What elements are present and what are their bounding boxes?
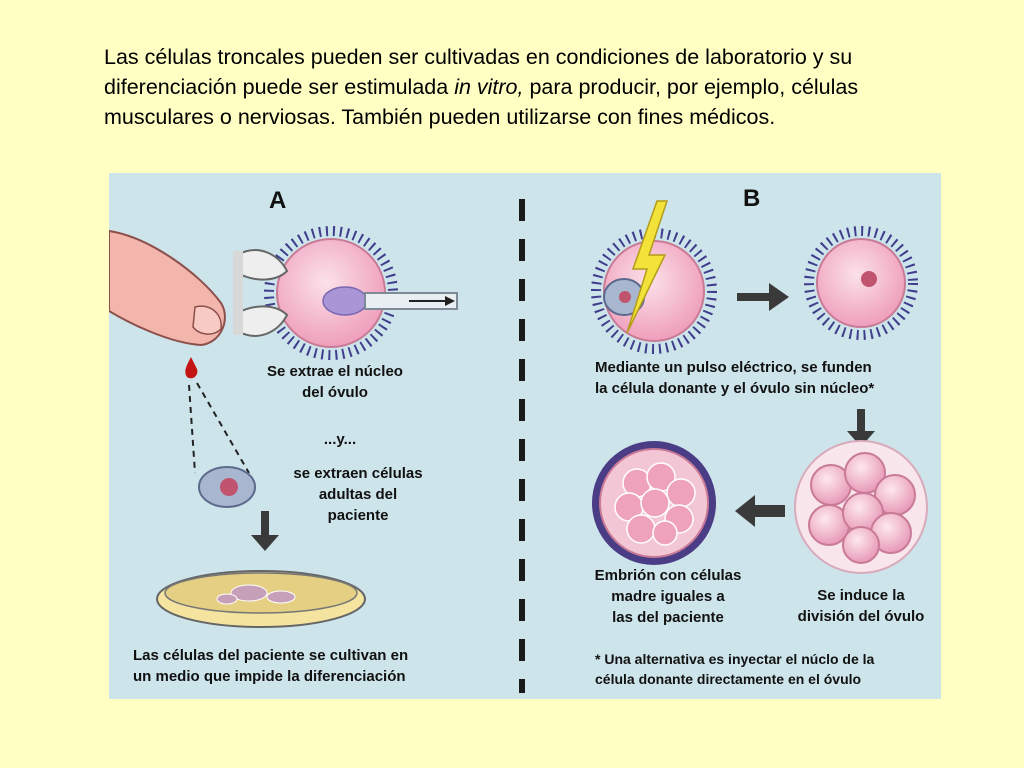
petri-dish bbox=[156, 570, 366, 628]
intro-text-2: para producir, por ejemplo, células musc… bbox=[104, 75, 859, 129]
stem-cell-diagram: A Se extrae el núcleo del óvulo ...y... … bbox=[109, 173, 941, 699]
left-arrow-b bbox=[735, 495, 785, 527]
division-label: Se induce la división del óvulo bbox=[797, 587, 925, 625]
adult-cells-label: se extraen células adultas del paciente bbox=[293, 465, 423, 524]
egg-enucleation bbox=[233, 226, 458, 360]
right-arrow-b bbox=[737, 283, 789, 311]
diagram-artwork bbox=[109, 199, 928, 693]
lightning-bolt bbox=[626, 200, 669, 334]
intro-text-1: Las células troncales pueden ser cultiva… bbox=[104, 45, 853, 99]
intro-italic-text: in vitro, bbox=[454, 75, 524, 99]
embryo bbox=[592, 441, 716, 565]
down-arrow-b bbox=[847, 409, 875, 447]
finger-illustration bbox=[109, 229, 226, 347]
blood-drop bbox=[185, 357, 198, 379]
dividing-egg bbox=[794, 440, 928, 574]
footnote: * Una alternativa es inyectar el núclo d… bbox=[595, 651, 875, 687]
fused-egg bbox=[804, 226, 918, 340]
nucleus-extraction-label: Se extrae el núcleo del óvulo bbox=[267, 363, 403, 401]
intro-paragraph: Las células troncales pueden ser cultiva… bbox=[104, 42, 904, 132]
down-arrow-a bbox=[251, 511, 279, 551]
panel-a-label: A bbox=[269, 187, 287, 214]
magnify-line-left bbox=[188, 384, 196, 474]
fusion-label: Mediante un pulso eléctrico, se funden l… bbox=[595, 359, 875, 397]
connector-label: ...y... bbox=[323, 431, 357, 448]
embryo-label: Embrión con células madre iguales a las … bbox=[594, 567, 742, 626]
culture-label: Las células del paciente se cultivan en … bbox=[133, 647, 409, 685]
patient-cell bbox=[198, 466, 256, 508]
fusion-egg bbox=[591, 200, 717, 354]
panel-b-label: B bbox=[743, 185, 761, 212]
